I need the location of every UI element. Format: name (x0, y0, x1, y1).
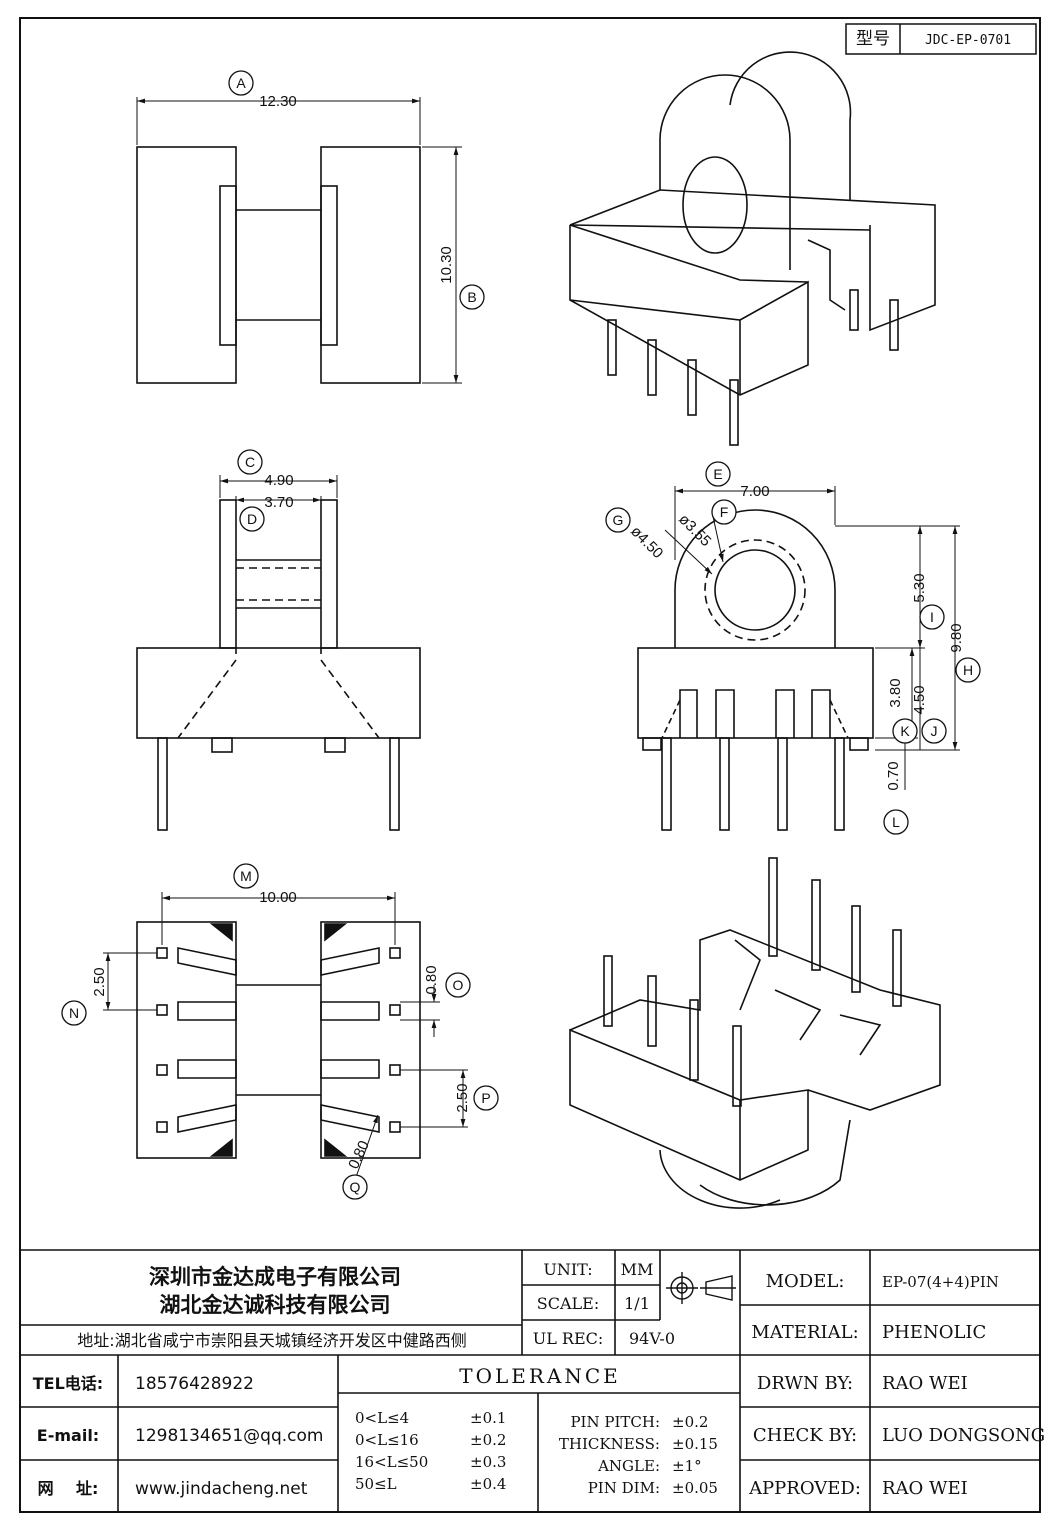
callout-P: P (481, 1090, 490, 1106)
tel-value: 18576428922 (135, 1374, 254, 1394)
tolerance-ranges: 0<L≤4 ±0.1 0<L≤16 ±0.2 16<L≤50 ±0.3 50≤L… (355, 1409, 506, 1493)
title-block (20, 1249, 1040, 1512)
tolerance-others: PIN PITCH: ±0.2 THICKNESS: ±0.15 ANGLE: … (559, 1413, 718, 1497)
tol-range: 16<L≤50 (355, 1453, 428, 1471)
top-view (136, 146, 421, 384)
callout-Q: Q (350, 1179, 361, 1195)
tol-value: ±0.2 (470, 1431, 506, 1449)
dim-F-value: ø3.55 (675, 511, 714, 550)
dim-C-value: 4.90 (264, 472, 293, 489)
check-label: CHECK BY: (753, 1425, 857, 1446)
unit-value: MM (621, 1260, 654, 1279)
drawing-number-value: JDC-EP-0701 (925, 33, 1011, 48)
dim-K-value: 3.80 (887, 678, 904, 707)
callout-G: G (613, 512, 624, 528)
material-label: MATERIAL: (751, 1322, 858, 1343)
tol-value: ±0.1 (470, 1409, 506, 1427)
dim-N-value: 2.50 (91, 967, 108, 996)
front-view (136, 499, 421, 831)
company-name-1: 深圳市金达成电子有限公司 (149, 1265, 401, 1289)
tol-other-value: ±0.05 (672, 1479, 718, 1497)
tol-value: ±0.3 (470, 1453, 506, 1471)
model-value: EP-07(4+4)PIN (882, 1273, 999, 1291)
side-view (637, 509, 874, 831)
web-value: www.jindacheng.net (135, 1479, 308, 1499)
projection-symbol-icon (666, 1272, 736, 1304)
ulrec-label: UL REC: (533, 1329, 604, 1348)
callout-O: O (453, 977, 464, 993)
web-label: 网 址: (38, 1479, 99, 1498)
approved-label: APPROVED: (748, 1478, 861, 1499)
dim-O-value: 0.80 (423, 965, 440, 994)
drawing-number-box: 型号 JDC-EP-0701 (845, 23, 1037, 55)
dim-J-value: 4.50 (911, 685, 928, 714)
drawing-number-label: 型号 (856, 29, 890, 49)
scale-value: 1/1 (624, 1294, 650, 1313)
dim-G-value: ø4.50 (627, 523, 666, 562)
callout-J: J (931, 723, 938, 739)
tel-label: TEL电话: (33, 1374, 103, 1393)
email-label: E-mail: (37, 1426, 99, 1445)
dim-Q-value: 0.80 (345, 1138, 373, 1172)
sheet-border (19, 17, 1041, 1513)
dim-B-value: 10.30 (438, 246, 455, 284)
tol-value: ±0.4 (470, 1475, 506, 1493)
callout-D: D (247, 511, 257, 527)
dim-L-value: 0.70 (885, 761, 902, 790)
callout-K: K (900, 723, 910, 739)
drawn-label: DRWN BY: (757, 1373, 853, 1394)
company-name-2: 湖北金达诚科技有限公司 (160, 1293, 391, 1317)
tolerance-title: TOLERANCE (459, 1364, 621, 1388)
dim-M-value: 10.00 (259, 889, 297, 906)
dim-E-value: 7.00 (740, 483, 769, 500)
callout-E: E (713, 466, 722, 482)
tol-range: 0<L≤4 (355, 1409, 409, 1427)
ulrec-value: 94V-0 (629, 1329, 675, 1348)
dim-I-value: 5.30 (911, 573, 928, 602)
dim-D-value: 3.70 (264, 494, 293, 511)
tol-other-label: PIN DIM: (588, 1479, 660, 1497)
tol-other-value: ±1° (672, 1457, 702, 1475)
model-label: MODEL: (766, 1271, 845, 1292)
callout-A: A (236, 75, 246, 91)
dim-H-value: 9.80 (948, 623, 965, 652)
dim-A-value: 12.30 (259, 93, 297, 110)
callout-I: I (930, 609, 934, 625)
approved-value: RAO WEI (882, 1478, 968, 1499)
drawn-value: RAO WEI (882, 1373, 968, 1394)
tol-other-value: ±0.2 (672, 1413, 708, 1431)
tol-range: 0<L≤16 (355, 1431, 419, 1449)
iso-view-top (569, 51, 936, 446)
scale-label: SCALE: (537, 1294, 599, 1313)
callout-L: L (892, 814, 900, 830)
material-value: PHENOLIC (882, 1322, 986, 1343)
tol-other-label: PIN PITCH: (570, 1413, 660, 1431)
callout-C: C (245, 454, 255, 470)
tol-other-label: ANGLE: (597, 1457, 660, 1475)
tol-other-value: ±0.15 (672, 1435, 718, 1453)
email-value: 1298134651@qq.com (135, 1426, 323, 1446)
bottom-view (136, 921, 421, 1159)
company-address: 地址:湖北省咸宁市崇阳县天城镇经济开发区中健路西侧 (77, 1331, 466, 1350)
tol-other-label: THICKNESS: (559, 1435, 660, 1453)
check-value: LUO DONGSONG (882, 1425, 1045, 1446)
callout-M: M (240, 868, 252, 884)
callout-H: H (963, 662, 973, 678)
iso-view-bottom (569, 857, 941, 1209)
callout-B: B (467, 289, 476, 305)
callout-N: N (69, 1005, 79, 1021)
tol-range: 50≤L (355, 1475, 397, 1493)
callout-F: F (720, 504, 729, 520)
dim-P-value: 2.50 (454, 1083, 471, 1112)
unit-label: UNIT: (543, 1260, 592, 1279)
